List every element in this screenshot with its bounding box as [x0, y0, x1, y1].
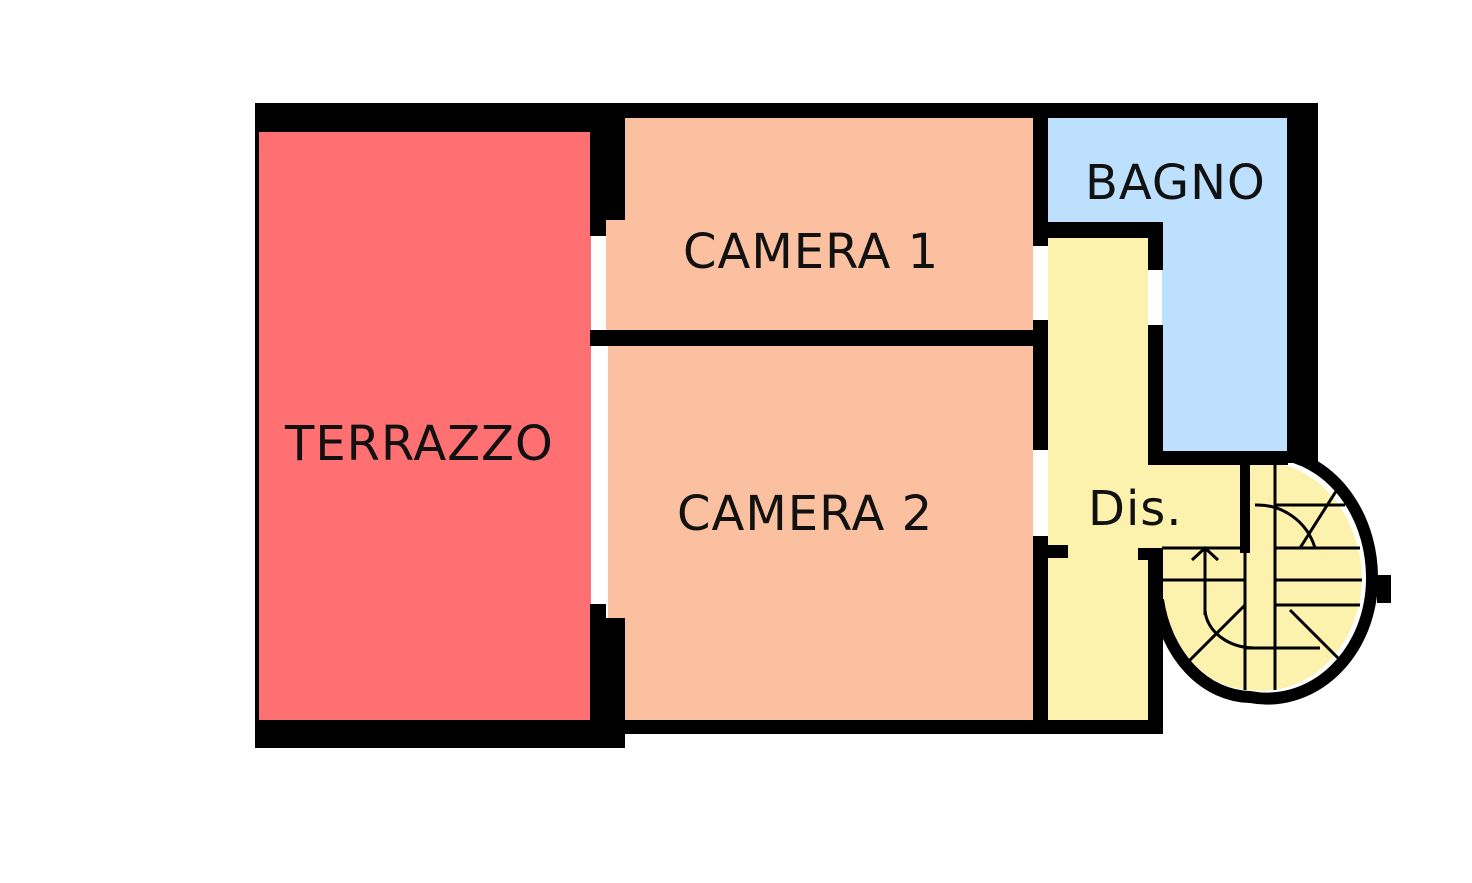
camera1-label: CAMERA 1 [683, 224, 939, 280]
bagno-label: BAGNO [1085, 155, 1266, 211]
disimpegno-fill [1048, 238, 1245, 720]
bagno-fill [1048, 118, 1287, 451]
walls [255, 103, 1318, 748]
terrazzo-fill [258, 132, 591, 722]
disimpegno-label: Dis. [1088, 481, 1183, 537]
camera2-label: CAMERA 2 [677, 486, 933, 542]
stair-wall-stub [1377, 575, 1391, 603]
stair-curved-wall [1152, 449, 1379, 705]
stair-arrow-icon [1190, 545, 1220, 615]
camera1-fill [606, 118, 1033, 330]
terrazzo-label: TERRAZZO [284, 416, 554, 472]
camera2-fill [608, 346, 1033, 720]
